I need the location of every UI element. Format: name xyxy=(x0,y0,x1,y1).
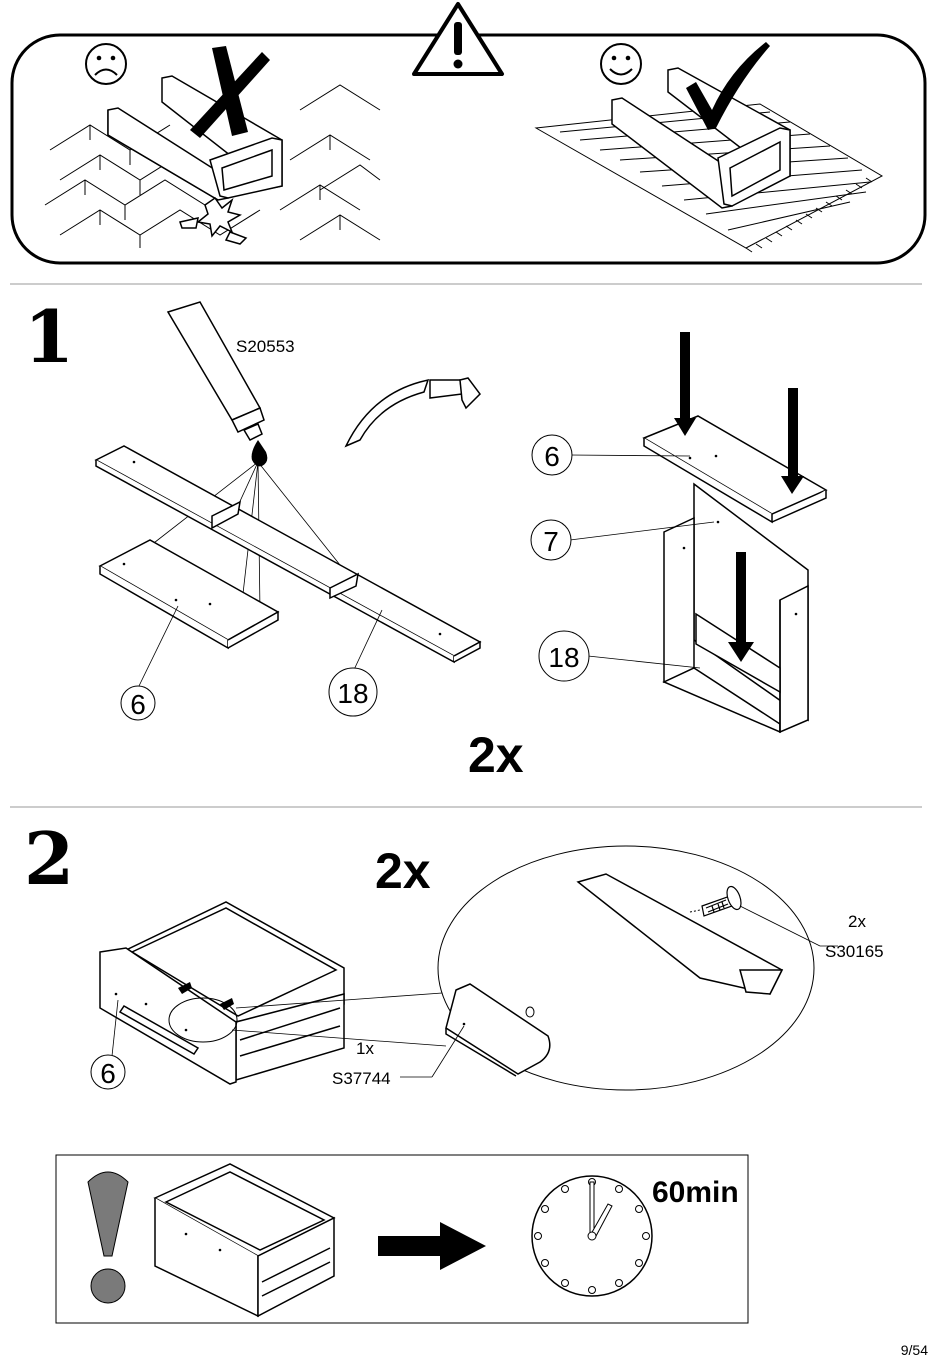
step-number: 2 xyxy=(24,816,74,901)
callout-part-6-drawer: 6 xyxy=(90,999,126,1090)
glue-tube xyxy=(166,301,265,441)
handle-code: S37744 xyxy=(332,1069,391,1088)
handle-callout: 1x S37744 xyxy=(332,1025,465,1088)
part-6-panel xyxy=(98,539,280,650)
good-assembly-box xyxy=(611,67,791,209)
check-mark-icon xyxy=(686,42,770,130)
part-18-panel xyxy=(94,445,482,664)
callout-label: 6 xyxy=(544,441,560,472)
glue-drop-icon xyxy=(251,440,268,467)
exclamation-icon xyxy=(87,1171,129,1304)
warning-panel xyxy=(10,2,927,265)
callout-part-6-left: 6 xyxy=(120,605,179,721)
callout-label: 6 xyxy=(130,689,146,720)
drawer-icon xyxy=(153,1163,336,1318)
rotate-arrow-icon xyxy=(344,377,481,448)
detail-circle xyxy=(168,997,238,1043)
callout-part-18-right: 18 xyxy=(538,630,701,682)
smiley-face-icon xyxy=(600,43,642,85)
callout-label: 18 xyxy=(548,642,579,673)
glue-code: S20553 xyxy=(236,337,295,356)
screw-callout: 2x S30165 xyxy=(739,905,884,961)
down-arrow-icon xyxy=(674,332,804,662)
callout-label: 18 xyxy=(337,678,368,709)
step-1: 1 S20553 xyxy=(24,294,828,783)
callout-part-18-left: 18 xyxy=(328,609,383,717)
bad-assembly-box xyxy=(107,75,283,201)
callout-label: 6 xyxy=(100,1058,116,1089)
page-number: 9/54 xyxy=(900,1342,928,1358)
screw-quantity: 2x xyxy=(848,912,866,931)
warning-triangle-icon xyxy=(412,2,504,76)
step-2: 2 2x 6 xyxy=(24,816,884,1091)
callout-part-7: 7 xyxy=(530,519,715,561)
screw-bolt-icon xyxy=(701,885,742,917)
brick-floor xyxy=(44,84,381,248)
zoom-line xyxy=(231,1029,447,1047)
right-arrow-icon xyxy=(378,1222,486,1270)
step-2-multiplier: 2x xyxy=(375,843,431,899)
frame-assembly xyxy=(642,415,828,734)
callout-label: 7 xyxy=(543,526,559,557)
zoom-detail xyxy=(437,845,815,1091)
drying-duration: 60min xyxy=(652,1176,739,1209)
step-number: 1 xyxy=(24,294,74,379)
sad-face-icon xyxy=(85,43,127,85)
zoom-line xyxy=(235,991,457,1009)
cross-mark-icon xyxy=(190,46,270,138)
drying-time-box: 60min xyxy=(55,1154,749,1324)
clock-icon xyxy=(531,1175,653,1297)
drawer-assembly xyxy=(99,901,345,1085)
screw-code: S30165 xyxy=(825,942,884,961)
impact-splash xyxy=(179,196,248,245)
step-1-multiplier: 2x xyxy=(468,727,524,783)
callout-part-6-right: 6 xyxy=(531,434,691,476)
handle-quantity: 1x xyxy=(356,1039,374,1058)
